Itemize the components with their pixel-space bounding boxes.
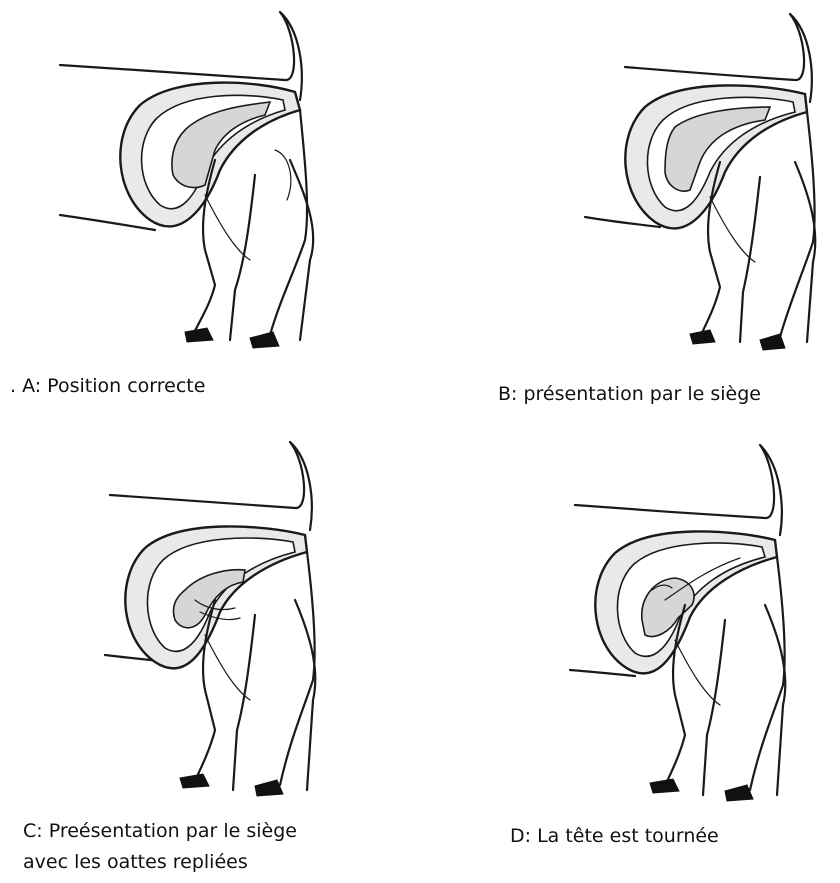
hoof-right: [255, 780, 283, 796]
panel-a: [55, 10, 375, 355]
hoof-left: [185, 328, 213, 342]
cow-illustration-d: [570, 440, 830, 810]
panel-b: [585, 12, 825, 357]
caption-a: . A: Position correcte: [10, 372, 205, 400]
caption-c-line-1: C: Preésentation par le siège: [23, 817, 297, 845]
hoof-left: [650, 779, 679, 793]
hoof-right: [250, 332, 279, 348]
hoof-right: [725, 785, 753, 801]
caption-d: D: La tête est tournée: [510, 822, 719, 850]
panel-c: [105, 440, 365, 810]
hoof-right: [760, 334, 785, 350]
caption-b: B: présentation par le siège: [498, 380, 761, 408]
hoof-left: [180, 774, 209, 788]
cow-illustration-c: [105, 440, 365, 810]
hoof-left: [690, 330, 715, 344]
panel-d: [570, 440, 830, 810]
caption-c-line-2: avec les oattes repliées: [23, 848, 248, 876]
cow-illustration-b: [585, 12, 825, 357]
cow-illustration-a: [55, 10, 375, 355]
